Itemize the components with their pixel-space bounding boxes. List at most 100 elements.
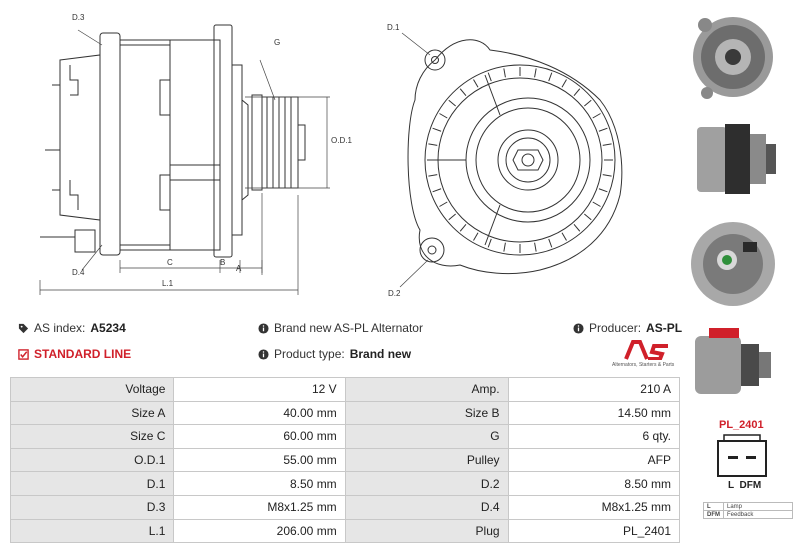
vent-slot bbox=[548, 238, 553, 248]
vent-slot bbox=[584, 99, 592, 107]
vent-slot bbox=[428, 143, 438, 146]
vent-slot bbox=[548, 72, 553, 82]
plug-legend-code: DFM bbox=[703, 510, 724, 519]
vent-slot bbox=[592, 113, 601, 119]
logo-mark-icon bbox=[624, 340, 668, 360]
spec-label: D.2 bbox=[344, 471, 509, 496]
vent-slot bbox=[432, 188, 442, 193]
spec-value: 206.00 mm bbox=[173, 518, 346, 544]
vent-slot bbox=[573, 88, 581, 96]
side-view-drawing bbox=[39, 24, 330, 295]
standard-line: STANDARD LINE bbox=[18, 347, 131, 361]
vent-slot bbox=[598, 127, 608, 132]
logo-tagline: Alternators, Starters & Parts bbox=[612, 362, 675, 368]
spec-value: M8x1.25 mm bbox=[507, 494, 681, 520]
plug-legend-desc: Feedback bbox=[723, 510, 793, 519]
spec-label: O.D.1 bbox=[9, 447, 175, 473]
spec-label: Pulley bbox=[344, 447, 509, 473]
tag-icon bbox=[18, 323, 29, 333]
product-photo-front bbox=[693, 17, 773, 99]
vent-slot bbox=[459, 224, 467, 232]
spec-label: Voltage bbox=[9, 377, 175, 402]
plug-pins: L DFM bbox=[728, 480, 762, 491]
producer-value: AS-PL bbox=[646, 321, 683, 335]
label-d2: D.2 bbox=[388, 289, 401, 298]
spec-value: 8.50 mm bbox=[173, 471, 346, 496]
as-index-value: A5234 bbox=[90, 321, 126, 335]
plug-legend-desc: Lamp bbox=[723, 502, 793, 511]
as-pl-logo: AS Alternators, Starters & Parts bbox=[612, 340, 680, 370]
spec-label: Size B bbox=[344, 400, 509, 426]
spec-value: AFP bbox=[507, 447, 681, 473]
spec-label: D.4 bbox=[344, 494, 509, 520]
producer: Producer: AS-PL bbox=[573, 321, 682, 335]
spec-value: 40.00 mm bbox=[173, 400, 346, 426]
vent-slot bbox=[602, 143, 612, 146]
as-index: AS index: A5234 bbox=[18, 321, 126, 335]
spec-label: G bbox=[344, 424, 509, 449]
spec-value: 14.50 mm bbox=[507, 400, 681, 426]
vent-slot bbox=[473, 232, 479, 241]
label-d4: D.4 bbox=[72, 268, 85, 277]
info-icon bbox=[573, 322, 584, 334]
plug-legend-code: L bbox=[703, 502, 724, 511]
brand-new-info: Brand new AS-PL Alternator bbox=[258, 321, 423, 335]
spec-label: L.1 bbox=[9, 518, 175, 544]
vent-slot bbox=[592, 201, 601, 207]
label-a: A bbox=[236, 264, 242, 273]
info-icon bbox=[258, 348, 269, 360]
spec-value: 210 A bbox=[507, 377, 681, 402]
label-g: G bbox=[274, 38, 281, 47]
vent-slot bbox=[503, 242, 506, 252]
vent-slot bbox=[432, 127, 442, 132]
spec-label: Size C bbox=[9, 424, 175, 449]
logo-text: AS bbox=[612, 340, 613, 341]
spec-value: 8.50 mm bbox=[507, 471, 681, 496]
vent-slot bbox=[448, 213, 456, 221]
vent-slot bbox=[584, 213, 592, 221]
product-photo-angle bbox=[695, 328, 771, 394]
spec-value: PL_2401 bbox=[507, 518, 681, 544]
vent-slot bbox=[459, 88, 467, 96]
spec-label: Plug bbox=[344, 518, 509, 544]
spec-label: Size A bbox=[9, 400, 175, 426]
vent-slot bbox=[598, 188, 608, 193]
vent-slot bbox=[487, 238, 492, 248]
vent-slot bbox=[573, 224, 581, 232]
label-od1: O.D.1 bbox=[331, 136, 352, 145]
label-d1: D.1 bbox=[387, 23, 400, 32]
info-icon bbox=[258, 322, 269, 334]
vent-slot bbox=[503, 68, 506, 78]
spec-value: 12 V bbox=[173, 377, 346, 402]
vent-slot bbox=[448, 99, 456, 107]
vent-slot bbox=[473, 79, 479, 88]
spec-value: 60.00 mm bbox=[173, 424, 346, 449]
label-l1: L.1 bbox=[162, 279, 174, 288]
vent-slot bbox=[561, 79, 567, 88]
spec-value: M8x1.25 mm bbox=[173, 494, 346, 520]
vent-slot bbox=[602, 174, 612, 177]
product-type-value: Brand new bbox=[349, 347, 412, 361]
spec-label: Amp. bbox=[344, 377, 509, 402]
label-d3: D.3 bbox=[72, 13, 85, 22]
vent-slot bbox=[439, 113, 448, 119]
front-view-drawing bbox=[399, 32, 623, 288]
vent-slot bbox=[428, 174, 438, 177]
spec-label: D.3 bbox=[9, 494, 175, 520]
plug-code: PL_2401 bbox=[719, 419, 764, 431]
label-c: C bbox=[167, 258, 173, 267]
product-photo-rear bbox=[691, 222, 775, 306]
spec-value: 55.00 mm bbox=[173, 447, 346, 473]
label-b: B bbox=[220, 258, 226, 267]
checkbox-checked-icon bbox=[18, 348, 29, 360]
